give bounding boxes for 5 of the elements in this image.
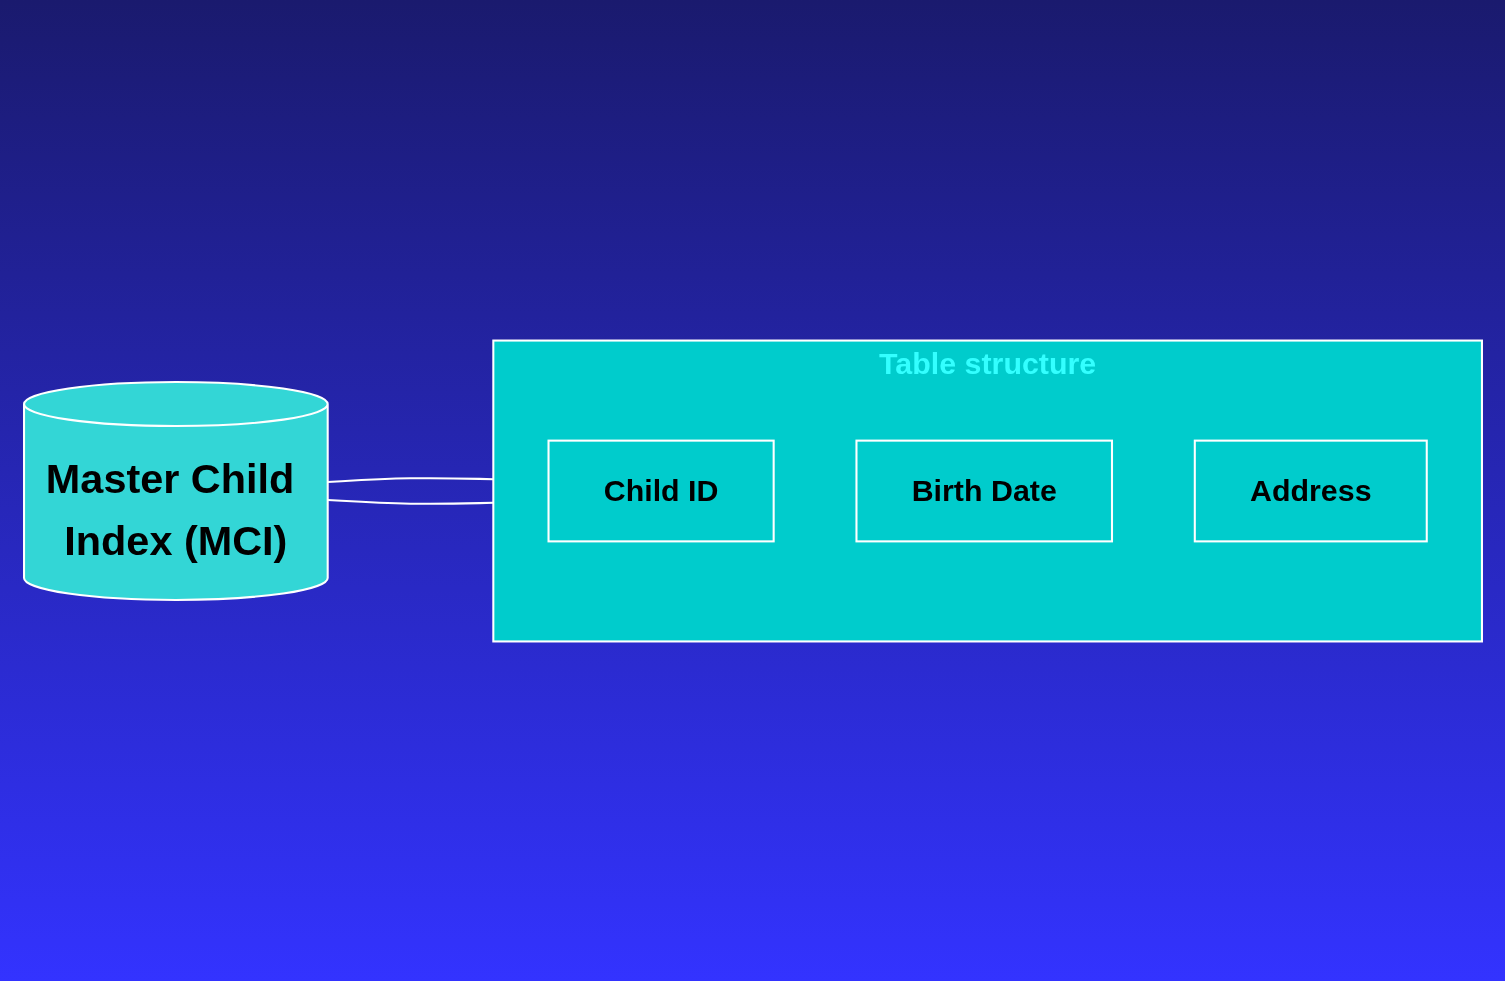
node-box: Child ID [547,439,775,542]
node-box: Address [1193,439,1428,542]
node-box: Birth Date [854,439,1113,542]
connector [327,476,493,483]
connector [327,498,493,505]
